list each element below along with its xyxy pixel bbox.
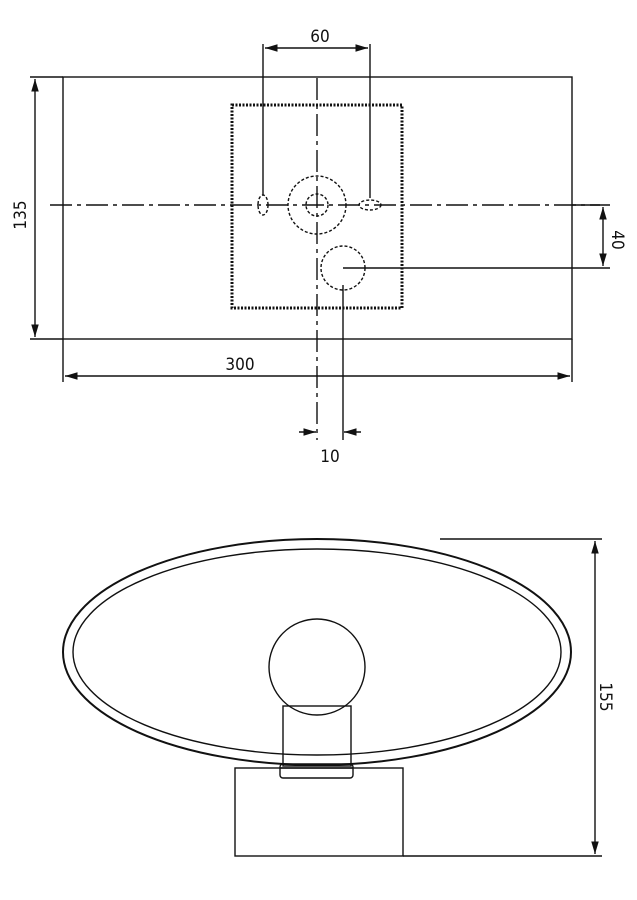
top-view: 135 300 60 40 10	[11, 27, 627, 467]
dimension-label-60: 60	[310, 27, 329, 47]
dimension-155: 155	[403, 538, 615, 857]
dimension-60: 60	[262, 27, 371, 198]
dimension-40: 40	[343, 204, 627, 269]
tap-hole-inner	[305, 193, 329, 217]
side-view: 155	[62, 538, 615, 857]
tap-body	[282, 705, 352, 767]
basin-rim-inner	[72, 548, 562, 756]
tap-hole-outer	[287, 175, 347, 235]
dimension-300: 300	[62, 339, 573, 382]
dimension-label-300: 300	[225, 355, 254, 375]
pedestal-base	[234, 767, 404, 857]
tap-base-ring	[279, 763, 354, 779]
tap-knob	[268, 618, 366, 716]
dimension-label-135: 135	[11, 200, 31, 229]
dimension-10: 10	[299, 285, 361, 467]
fixing-slot-right	[358, 199, 382, 211]
dimension-135: 135	[11, 76, 63, 340]
basin-rim-outer	[62, 538, 572, 766]
dimension-label-155: 155	[595, 682, 615, 711]
dimension-label-40: 40	[607, 230, 627, 249]
dimension-label-10: 10	[320, 447, 339, 467]
